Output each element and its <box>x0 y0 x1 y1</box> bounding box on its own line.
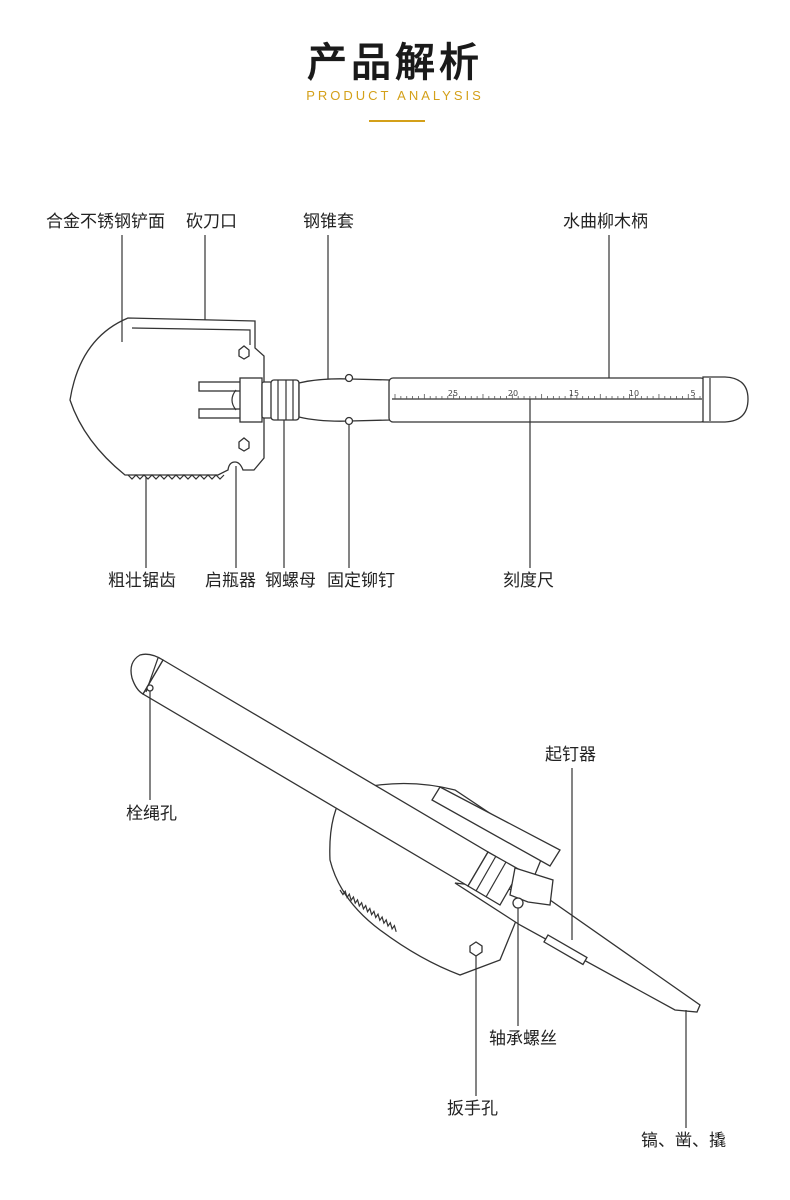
label-lanyard-hole: 栓绳孔 <box>126 804 177 824</box>
label-ruler: 刻度尺 <box>503 571 554 591</box>
page-title: 产品解析 <box>307 40 483 86</box>
ruler-tick-label: 20 <box>508 389 518 398</box>
blade-shape <box>69 317 265 476</box>
title-underline <box>369 120 425 122</box>
label-saw-teeth: 粗壮锯齿 <box>108 571 176 591</box>
saw-teeth <box>127 474 225 480</box>
page-subtitle: PRODUCT ANALYSIS <box>306 88 484 103</box>
label-steel-sleeve: 钢锥套 <box>303 212 354 232</box>
label-nail-puller: 起钉器 <box>545 745 596 765</box>
label-wrench-hole: 扳手孔 <box>447 1099 498 1119</box>
shovel-diagram-2 <box>130 653 701 1128</box>
end-cap <box>702 376 749 423</box>
ruler-tick-label: 25 <box>448 389 458 398</box>
label-cutting-edge: 砍刀口 <box>186 212 237 232</box>
label-pick-chisel-pry: 镐、凿、撬 <box>641 1131 726 1151</box>
steel-sleeve-shape <box>298 378 391 422</box>
label-bottle-opener: 启瓶器 <box>205 571 256 591</box>
folded-handle <box>142 659 489 887</box>
ruler-tick-label: 15 <box>569 389 579 398</box>
shovel-diagram-1: 25 20 15 10 5 <box>69 235 749 568</box>
rivet-bottom <box>344 416 354 426</box>
handle-shape <box>388 377 706 423</box>
ruler-tick-label: 10 <box>629 389 639 398</box>
bearing-screw <box>512 897 524 909</box>
hex-bolt-top <box>238 345 250 360</box>
label-blade: 合金不锈钢铲面 <box>46 212 165 232</box>
ruler-ticks: 25 20 15 10 5 <box>394 389 701 399</box>
rivet-top <box>344 373 354 383</box>
hex-bolt-bottom <box>238 437 250 452</box>
lanyard-hole <box>146 684 154 692</box>
label-handle: 水曲柳木柄 <box>563 212 648 232</box>
label-steel-nut: 钢螺母 <box>265 571 316 591</box>
wrench-hole <box>469 941 483 957</box>
folded-collar <box>467 851 521 906</box>
nail-puller-slot <box>543 934 588 966</box>
label-rivet: 固定铆钉 <box>327 571 395 591</box>
ruler-tick-label: 5 <box>690 389 695 398</box>
label-bearing-screw: 轴承螺丝 <box>489 1029 557 1049</box>
folded-end-cap <box>130 653 164 695</box>
